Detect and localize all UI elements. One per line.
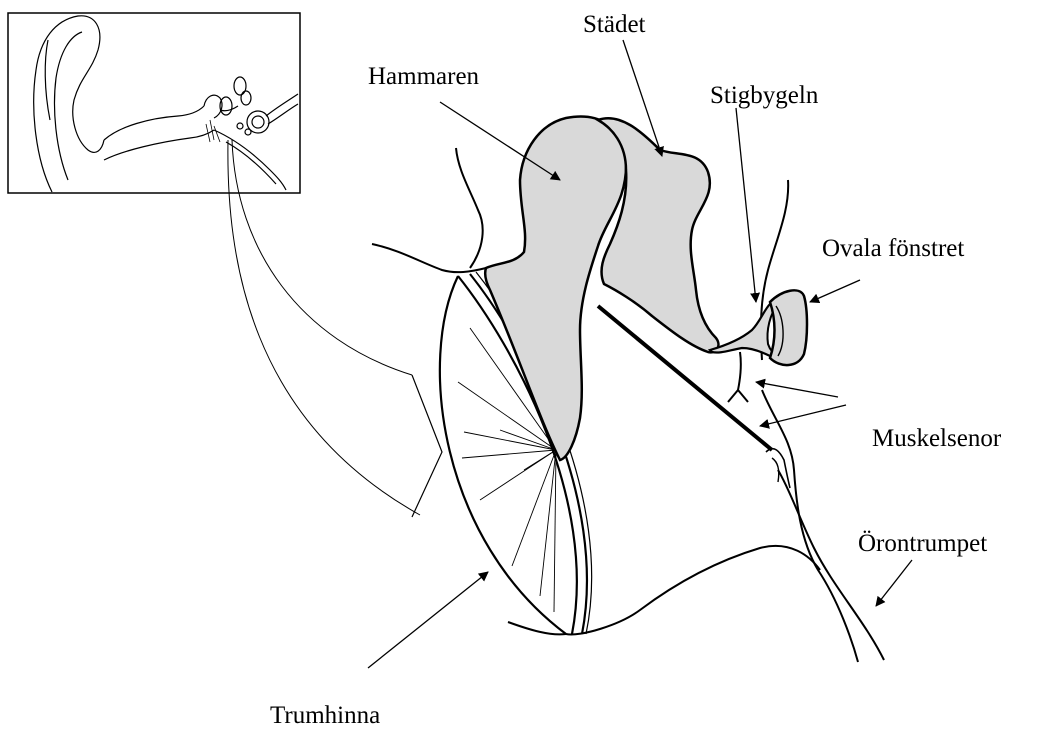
ear-canal-bottom: [104, 130, 214, 160]
ear-canal-top: [104, 106, 204, 140]
label-orontrumpet: Örontrumpet: [858, 531, 987, 556]
arrow-muskelsenor-1: [756, 382, 838, 397]
arrow-orontrumpet: [876, 560, 912, 606]
floor-wall: [566, 546, 820, 635]
upper-ceiling-wall: [372, 244, 486, 272]
malleus-hammaren: [485, 117, 626, 460]
inset-frame: [8, 13, 300, 193]
tube-inner-wall: [778, 470, 884, 660]
arrow-ovala-fonstret: [810, 280, 860, 302]
upper-left-wall: [456, 148, 483, 268]
cochlea-inner: [252, 116, 264, 128]
label-hammaren: Hammaren: [368, 64, 479, 89]
arrow-trumhinna: [368, 572, 488, 668]
ear-overview-inset: [8, 13, 300, 193]
stapedius-tendon: [728, 352, 748, 402]
label-trumhinna: Trumhinna: [270, 703, 380, 728]
stapes-stigbygeln: [710, 304, 782, 356]
oval-window: [770, 290, 807, 365]
label-stadet: Städet: [583, 12, 646, 37]
zoom-connector: [228, 140, 442, 517]
arrow-muskelsenor-2: [760, 405, 846, 426]
arrow-stigbygeln: [736, 108, 756, 302]
label-ovala-fonstret: Ovala fönstret: [822, 236, 964, 261]
pinna-inner: [55, 32, 83, 180]
label-stigbygeln: Stigbygeln: [710, 83, 818, 108]
tube-outer-wall: [762, 390, 858, 662]
label-muskelsenor: Muskelsenor: [872, 426, 1001, 451]
